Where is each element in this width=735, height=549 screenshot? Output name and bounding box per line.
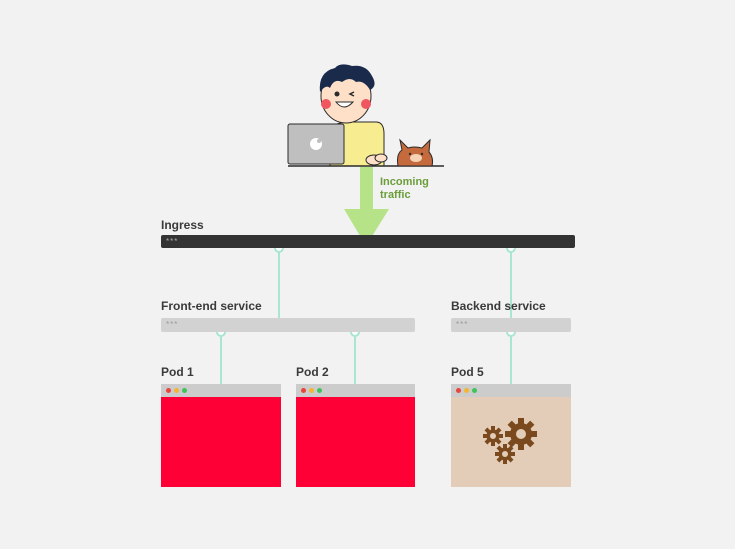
minimize-dot-icon [464, 388, 469, 393]
cat-icon [397, 138, 434, 167]
pod1-titlebar [161, 384, 281, 397]
pod2-window [296, 384, 415, 487]
frontend-service-bar: *** [161, 318, 415, 332]
incoming-traffic-arrow [344, 167, 389, 246]
frontend-service-label: Front-end service [161, 299, 262, 313]
maximize-dot-icon [317, 388, 322, 393]
ingress-label: Ingress [161, 218, 204, 232]
pod1-label: Pod 1 [161, 365, 194, 379]
pod2-label: Pod 2 [296, 365, 329, 379]
gears-icon [483, 418, 537, 464]
maximize-dot-icon [182, 388, 187, 393]
pod2-titlebar [296, 384, 415, 397]
backend-service-bar-dots: *** [456, 320, 469, 329]
ingress-bar: *** [161, 235, 575, 248]
developer-with-cat-illustration [287, 64, 444, 167]
backend-service-label: Backend service [451, 299, 546, 313]
incoming-traffic-label: Incoming traffic [380, 176, 429, 202]
pod1-window [161, 384, 281, 487]
pod5-label: Pod 5 [451, 365, 484, 379]
close-dot-icon [456, 388, 461, 393]
frontend-service-bar-dots: *** [166, 320, 179, 329]
pod5-titlebar [451, 384, 571, 397]
backend-service-bar: *** [451, 318, 571, 332]
ingress-bar-dots: *** [166, 237, 179, 246]
pod5-window [451, 384, 571, 487]
maximize-dot-icon [472, 388, 477, 393]
minimize-dot-icon [309, 388, 314, 393]
minimize-dot-icon [174, 388, 179, 393]
traffic-label-line1: Incoming [380, 176, 429, 188]
close-dot-icon [166, 388, 171, 393]
traffic-label-line2: traffic [380, 189, 411, 201]
close-dot-icon [301, 388, 306, 393]
